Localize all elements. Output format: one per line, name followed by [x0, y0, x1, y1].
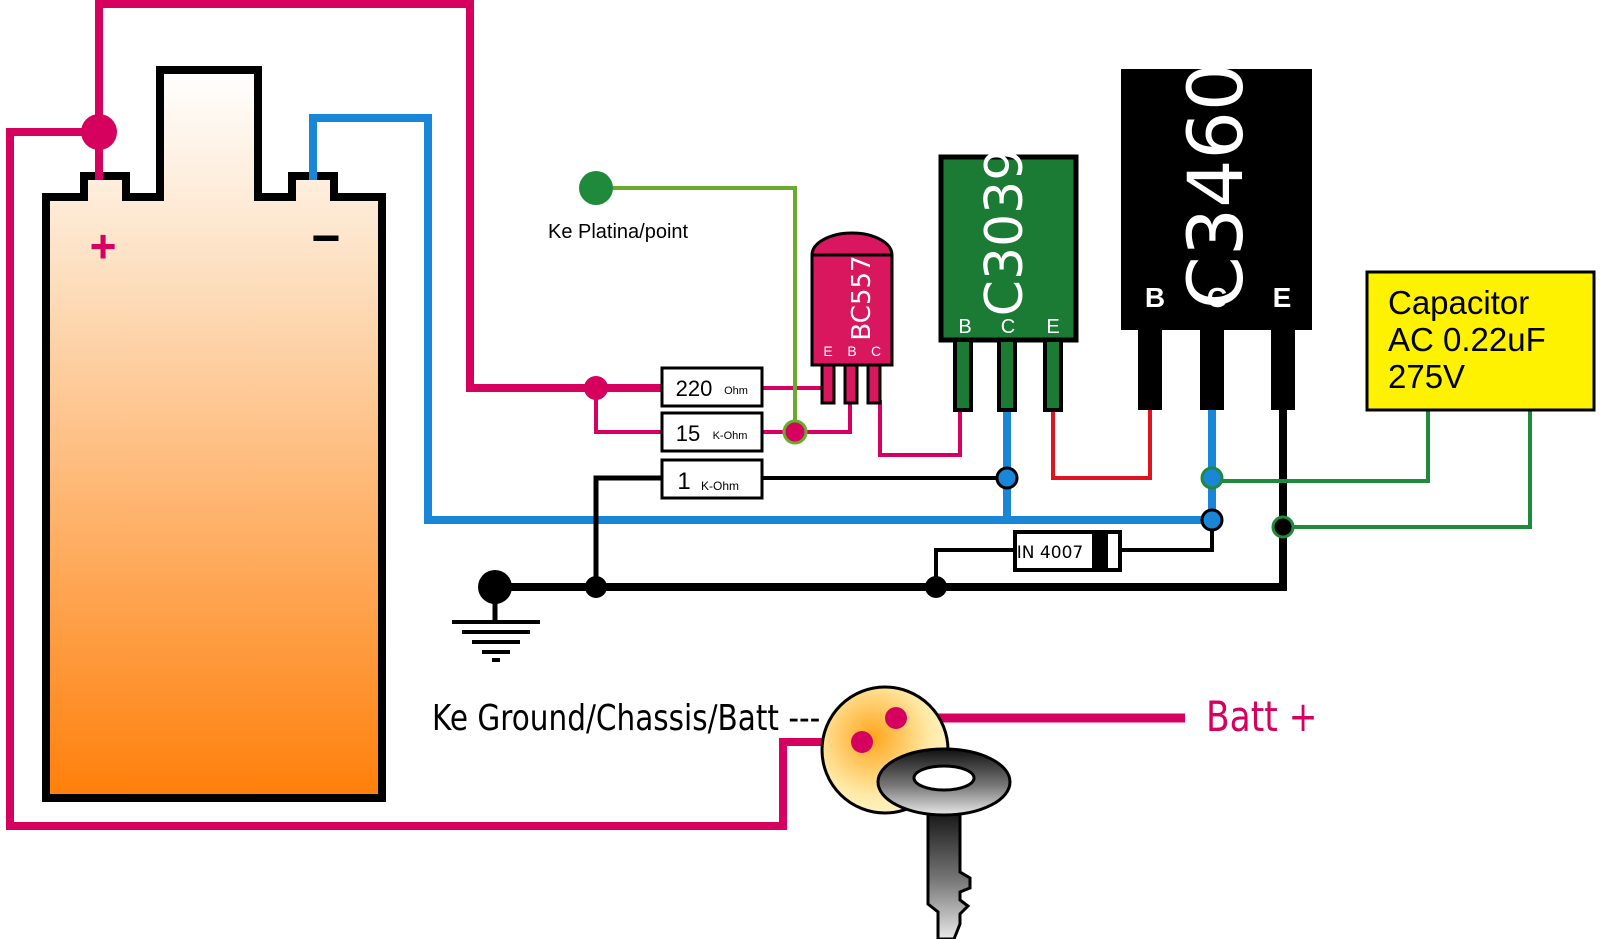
resistor-1k-unit: K-Ohm: [701, 479, 739, 493]
bc557-name: BC557: [847, 255, 877, 340]
resistor-220-unit: Ohm: [724, 385, 748, 397]
label-batt-plus: Batt +: [1206, 693, 1318, 742]
resistor-15k-value: 15: [676, 421, 700, 446]
junction-ground-2: [925, 576, 947, 598]
junctions: [81, 114, 1295, 604]
transistor-bc557: BC557 E B C: [810, 231, 894, 405]
ignition-terminal-out: [885, 707, 907, 729]
ground-symbol-icon: [452, 620, 540, 662]
bc557-pin-c: C: [871, 343, 881, 359]
transistor-c3039: C3039 B C E: [938, 148, 1079, 412]
wire-to-15k: [594, 388, 662, 434]
wire-bc557-c-to-c3039-b: [878, 400, 962, 457]
resistor-220: 220 Ohm: [660, 366, 764, 408]
wire-ground-bus: [495, 408, 1287, 591]
resistor-15k-unit: K-Ohm: [713, 430, 748, 442]
c3460-pin-e: E: [1273, 282, 1292, 313]
wire-cap-right: [1283, 410, 1532, 529]
junction-1k-c3039: [995, 466, 1019, 490]
c3460-name: C3460: [1171, 63, 1260, 309]
wire-batt-minus-bus: [309, 114, 1212, 524]
wire-ground-to-diode: [934, 548, 1015, 587]
battery-minus-symbol: −: [311, 210, 340, 266]
bc557-pin-e: E: [823, 343, 832, 359]
battery: + −: [42, 66, 386, 802]
wire-platina-to-bc557-b: [596, 186, 797, 432]
c3039-pin-b: B: [958, 316, 971, 338]
resistor-15k: 15 K-Ohm: [660, 411, 764, 453]
junction-batt-plus: [81, 114, 117, 150]
platina-terminal-dot: [579, 171, 613, 205]
resistor-220-value: 220: [676, 376, 713, 401]
ground-wires: [492, 408, 1287, 622]
diode-label: IN 4007: [1017, 543, 1083, 563]
negative-wires: [309, 114, 1216, 524]
ignition-key-icon: [876, 747, 1012, 939]
c3460-pin-c: C: [1207, 282, 1227, 313]
label-ke-ground: Ke Ground/Chassis/Batt ---: [432, 696, 820, 739]
junction-15k-platina: [782, 419, 808, 445]
capacitor-line-3: 275V: [1388, 358, 1465, 395]
transistor-c3460: C3460 B C E: [1121, 63, 1312, 410]
ignition-terminal-in: [851, 731, 873, 753]
wire-ground-to-1k: [593, 475, 662, 587]
positive-wires: [6, 0, 1185, 830]
wire-diode-to-bus: [1120, 520, 1214, 552]
bc557-pin-b: B: [847, 343, 856, 359]
wire-batt-plus-to-220: [95, 0, 662, 392]
battery-plus-symbol: +: [90, 220, 117, 272]
capacitor-line-2: AC 0.22uF: [1388, 321, 1546, 358]
wire-c3039-e-to-c3460-b: [1051, 408, 1152, 480]
junction-cap-c3460: [1200, 466, 1224, 490]
ground-terminal-dot: [478, 570, 512, 604]
label-ke-platina: Ke Platina/point: [548, 221, 689, 243]
junction-ground-cap: [1271, 515, 1295, 539]
wire-batt-plus-to-ignition: [6, 128, 862, 830]
junction-ground-1: [585, 576, 607, 598]
capacitor-wires: [1212, 410, 1532, 529]
diode-in4007: IN 4007: [1013, 530, 1122, 572]
junction-pink: [584, 376, 608, 400]
capacitor: Capacitor AC 0.22uF 275V: [1365, 270, 1596, 412]
positive-thin-wires: [594, 386, 962, 457]
c3039-name: C3039: [975, 148, 1035, 317]
wire-cap-left: [1212, 410, 1430, 483]
c3460-pin-b: B: [1145, 282, 1165, 313]
c3039-pin-e: E: [1046, 316, 1059, 338]
resistor-1k: 1 K-Ohm: [660, 458, 764, 500]
resistor-1k-value: 1: [677, 468, 690, 495]
c3039-pin-c: C: [1001, 316, 1015, 338]
junction-diode-bus: [1200, 508, 1224, 532]
capacitor-line-1: Capacitor: [1388, 284, 1529, 321]
